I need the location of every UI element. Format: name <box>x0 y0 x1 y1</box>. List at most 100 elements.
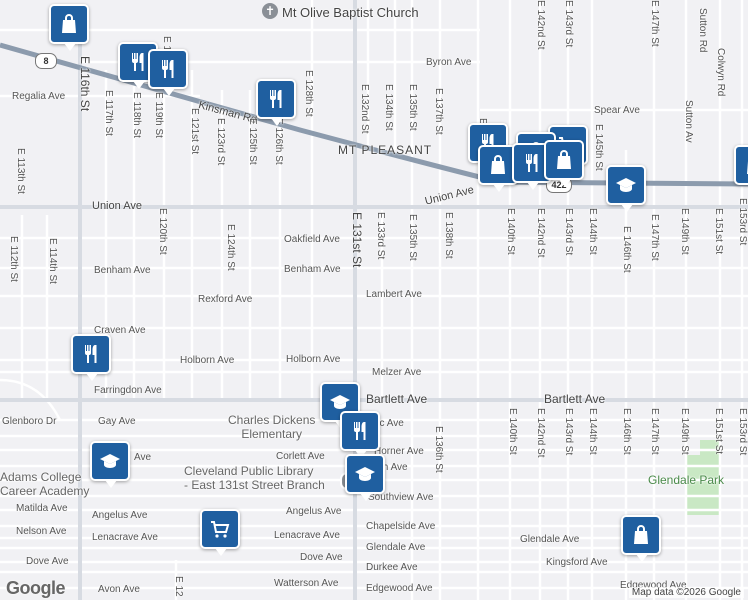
street-label-e142b: E 142nd St <box>535 208 546 258</box>
street-label-ave: Ave <box>134 452 152 463</box>
map-attribution[interactable]: Map data ©2026 Google <box>628 587 744 598</box>
street-label-e145: E 145th St <box>593 124 604 171</box>
street-label-glendale: Glendale Ave <box>366 542 426 553</box>
street-label-e116: E 116th St <box>78 56 92 112</box>
street-label-horner: Horner Ave <box>374 446 424 457</box>
street-label-sutton: Sutton Rd <box>697 8 708 53</box>
street-label-benham-west: Benham Ave <box>94 265 151 276</box>
street-label-e146b: E 146th St <box>621 408 632 455</box>
street-label-e131: E 131st St <box>350 212 364 268</box>
pin-cart-2[interactable] <box>200 509 240 556</box>
street-label-chapelside: Chapelside Ave <box>366 521 436 532</box>
street-label-bartlett-east: Bartlett Ave <box>544 392 606 406</box>
pin-shopping-4[interactable] <box>544 140 584 187</box>
pin-food-6[interactable] <box>71 334 111 381</box>
library-label[interactable]: Cleveland Public Library- East 131st Str… <box>184 464 325 492</box>
restaurant-icon <box>162 60 174 78</box>
school-icon <box>330 395 350 409</box>
school-icon <box>355 467 375 481</box>
school-icon <box>616 178 636 192</box>
pin-shopping-5[interactable] <box>734 145 748 185</box>
street-label-farringdon: Farringdon Ave <box>94 385 162 396</box>
street-label-craven: Craven Ave <box>94 325 146 336</box>
google-logo[interactable]: Google <box>6 578 66 598</box>
pin-school-3[interactable] <box>90 441 130 488</box>
street-label-e128: E 128th St <box>303 70 314 117</box>
street-label-e117: E 117th St <box>103 90 114 136</box>
street-label-e146: E 146th St <box>621 226 632 273</box>
street-label-colwyn: Colwyn Rd <box>715 48 726 97</box>
restaurant-icon <box>132 53 144 71</box>
street-label-byron: Byron Ave <box>426 57 472 68</box>
street-label-e132: E 132nd St <box>359 84 370 134</box>
street-label-ec: ec Ave <box>374 418 404 429</box>
pin-shopping-1[interactable] <box>49 4 89 51</box>
street-label-e138: E 138th St <box>443 212 454 259</box>
street-label-gay: Gay Ave <box>98 416 136 427</box>
street-label-kingsford: Kingsford Ave <box>546 557 608 568</box>
pin-school-4[interactable] <box>345 454 385 501</box>
shopping-cart-icon <box>211 521 230 538</box>
route-8-shield: 8 <box>35 53 57 69</box>
church-icon[interactable]: ✝ <box>262 3 278 19</box>
street-label-e137: E 137th St <box>433 88 444 135</box>
street-label-e149b: E 149th St <box>679 408 690 455</box>
street-label-e114: E 114th St <box>47 238 58 284</box>
restaurant-icon <box>526 154 538 172</box>
pin-food-7[interactable] <box>340 411 380 458</box>
park-label[interactable]: Glendale Park <box>648 473 725 487</box>
street-label-e134: E 134th St <box>383 84 394 131</box>
street-label-e144: E 144th St <box>587 208 598 255</box>
street-label-e133: E 133rd St <box>375 212 386 260</box>
street-label-bartlett-west: Bartlett Ave <box>366 392 428 406</box>
church-label[interactable]: Mt Olive Baptist Church <box>282 5 419 20</box>
street-label-e143: E 143rd St <box>563 0 574 48</box>
street-label-e125: E 125th St <box>247 118 258 165</box>
street-label-rexford: Rexford Ave <box>198 294 253 305</box>
pin-school-1[interactable] <box>606 165 646 212</box>
street-label-oakfield: Oakfield Ave <box>284 234 340 245</box>
street-label-edgewood: Edgewood Ave <box>366 583 433 594</box>
street-label-nelson: Nelson Ave <box>16 526 67 537</box>
street-label-angelus-west: Angelus Ave <box>92 510 148 521</box>
street-label-e113: E 113th St <box>15 148 26 194</box>
street-label-matilda: Matilda Ave <box>16 503 68 514</box>
street-label-e118: E 118th St <box>131 92 142 138</box>
street-label-e153: E 153rd St <box>737 198 748 246</box>
street-label-e120: E 120th St <box>157 208 168 255</box>
street-label-e153b: E 153rd St <box>737 408 748 456</box>
street-label-e119: E 119th St <box>153 92 164 138</box>
street-label-union-west: Union Ave <box>92 200 142 212</box>
street-label-regalia: Regalia Ave <box>12 91 66 102</box>
street-label-angelus-east: Angelus Ave <box>286 506 342 517</box>
street-label-th: th Ave <box>380 462 408 473</box>
shopping-bag-icon <box>557 150 571 169</box>
street-label-e147c: E 147th St <box>649 408 660 455</box>
street-label-watterson: Watterson Ave <box>274 578 339 589</box>
restaurant-icon <box>270 90 282 108</box>
street-label-spear: Spear Ave <box>594 105 640 116</box>
pin-food-2[interactable] <box>148 49 188 96</box>
street-label-e151: E 151st St <box>713 208 724 255</box>
street-label-lenacrave-west: Lenacrave Ave <box>92 532 158 543</box>
street-label-lenacrave-east: Lenacrave Ave <box>274 530 340 541</box>
street-label-melzer: Melzer Ave <box>372 367 422 378</box>
neighborhood-label: MT PLEASANT <box>338 143 433 157</box>
shopping-bag-icon <box>491 155 505 174</box>
pin-food-3[interactable] <box>256 79 296 126</box>
pin-shopping-6[interactable] <box>621 515 661 562</box>
pin-food-1[interactable] <box>118 42 158 89</box>
shopping-bag-icon <box>62 14 76 33</box>
street-label-holborn-east: Holborn Ave <box>286 354 341 365</box>
street-label-durkee: Durkee Ave <box>366 562 418 573</box>
street-label-e124: E 124th St <box>225 224 236 271</box>
street-label-dove-east: Dove Ave <box>300 552 343 563</box>
street-label-glenboro: Glenboro Dr <box>2 416 57 427</box>
restaurant-icon <box>85 345 97 363</box>
shopping-bag-icon <box>747 161 748 174</box>
street-label-holborn-west: Holborn Ave <box>180 355 235 366</box>
street-label-avon: Avon Ave <box>98 584 140 595</box>
